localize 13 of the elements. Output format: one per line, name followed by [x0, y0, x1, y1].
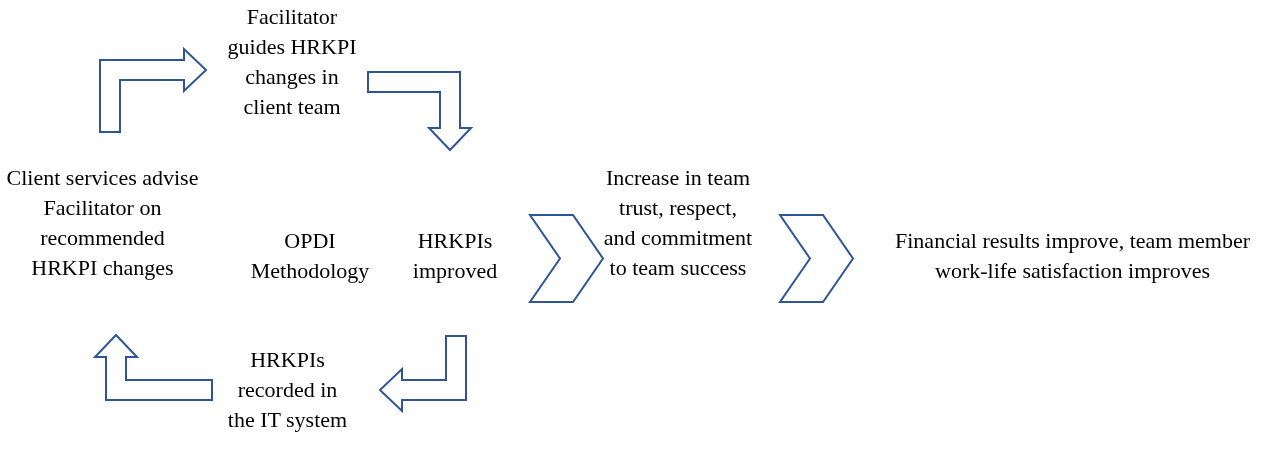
node-text: Client services advise Facilitator on recommended HRKPI changes: [5, 163, 200, 283]
block-arrow: [378, 335, 467, 414]
chevron-arrow: [528, 214, 605, 303]
node-text: Increase in team trust, respect, and commitment to team success: [603, 163, 753, 283]
node-text: OPDI Methodology: [245, 226, 375, 286]
block-arrow: [367, 71, 474, 152]
chevron-arrow: [778, 214, 855, 303]
block-arrow: [92, 333, 213, 401]
node-text: Facilitator guides HRKPI changes in client team: [222, 2, 362, 122]
node-text: Financial results improve, team member work-life satisfaction improves: [880, 226, 1265, 286]
node-text: HRKPIs recorded in the IT system: [225, 345, 350, 435]
block-arrow: [99, 46, 208, 133]
node-text: HRKPIs improved: [400, 226, 510, 286]
